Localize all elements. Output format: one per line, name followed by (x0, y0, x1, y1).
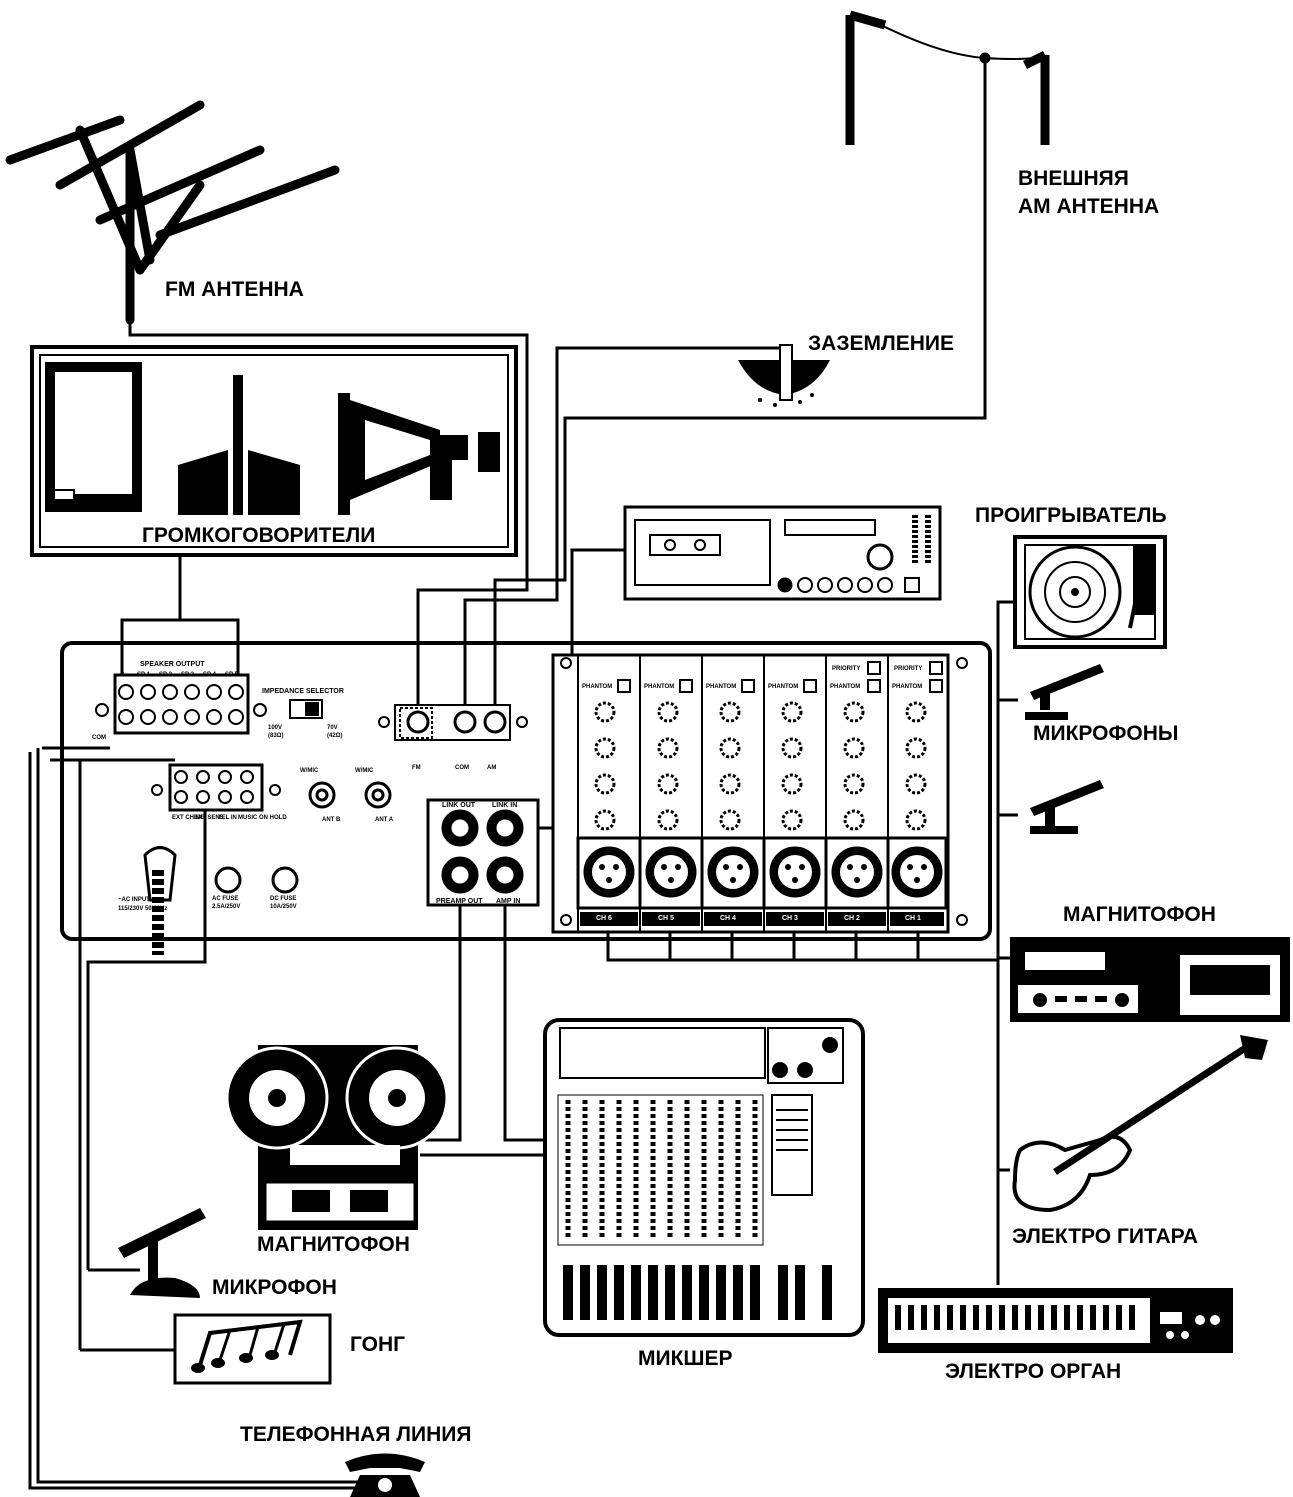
guitar-label: ЭЛЕКТРО ГИТАРА (1012, 1225, 1198, 1248)
preamp-out-label: PREAMP OUT (436, 898, 483, 905)
gong-label: ГОНГ (350, 1333, 406, 1356)
imp-100v-label: 100V (268, 725, 283, 731)
mixer-icon (543, 1018, 865, 1337)
link-jacks (426, 798, 540, 907)
ant-a-label: ANT A (375, 817, 394, 823)
ac-fuse-rating: 2.5A/250V (212, 904, 241, 910)
terminal-label-sp3: SP 3 (181, 672, 194, 678)
terminal-label-sp1: SP 1 (137, 672, 150, 678)
phantom-label-3: PHANTOM (768, 684, 799, 690)
tape-deck-icon (1010, 937, 1290, 1022)
tape-reel-label: МАГНИТОФОН (257, 1233, 410, 1256)
priority-label-1: PRIORITY (894, 666, 923, 672)
phantom-label-2: PHANTOM (830, 684, 861, 690)
fm-antenna-label: FM АНТЕННА (165, 278, 304, 301)
com-terminal-label: COM (455, 765, 469, 771)
gong-icon (173, 1313, 332, 1385)
speakers-label: ГРОМКОГОВОРИТЕЛИ (142, 524, 376, 547)
ant-b-label: ANT B (322, 817, 341, 823)
tape-deck-right-label: МАГНИТОФОН (1063, 903, 1216, 926)
ac-cord-icon (143, 846, 177, 955)
dc-fuse-label: DC FUSE (270, 896, 297, 902)
am-terminal-label: AM (487, 765, 497, 771)
dc-fuse-rating: 10A/250V (270, 904, 297, 910)
ac-input-label: ~AC INPUT (118, 897, 150, 903)
speakers-icon (45, 362, 500, 515)
cassette-deck-icon (623, 505, 942, 601)
impedance-selector-label: IMPEDANCE SELECTOR (262, 688, 344, 695)
wireless-mic-jacks (308, 781, 392, 809)
imp-70v-label: 70V (327, 725, 338, 731)
imp-100v-ohm-label: (83Ω) (268, 733, 284, 739)
microphone-icon (1025, 664, 1104, 834)
speaker-terminals (95, 673, 267, 735)
terminal-label-sp5: SP 5 (225, 672, 238, 678)
ch-label-1: CH 1 (905, 915, 921, 922)
control-terminals (151, 763, 281, 812)
phantom-label-6: PHANTOM (582, 684, 613, 690)
channel-modules (551, 653, 968, 934)
com-label: COM (92, 735, 106, 741)
ac-input-rating: 115/230V 50/60Hz (118, 906, 168, 912)
link-out-label: LINK OUT (442, 802, 476, 809)
desk-microphone-icon (118, 1208, 206, 1298)
ctrl-tel-in: TEL IN (218, 815, 237, 821)
fuses (214, 866, 299, 894)
telephone-icon (345, 1453, 425, 1497)
am-antenna-icon (845, 10, 1050, 145)
ctrl-music-on-hold: MUSIC ON HOLD (238, 815, 287, 821)
guitar-icon (1012, 1035, 1268, 1213)
ch-label-5: CH 5 (658, 915, 674, 922)
organ-label: ЭЛЕКТРО ОРГАН (945, 1360, 1122, 1383)
terminal-label-c: C (120, 672, 125, 678)
am-antenna-label-line1: ВНЕШНЯЯ (1018, 167, 1129, 190)
microphones-label: МИКРОФОНЫ (1033, 722, 1179, 745)
ch-label-3: CH 3 (782, 915, 798, 922)
phantom-label-1: PHANTOM (892, 684, 923, 690)
reel-tape-icon (225, 1045, 449, 1230)
organ-icon (878, 1288, 1233, 1353)
link-in-label: LINK IN (492, 802, 518, 809)
ch-label-2: CH 2 (844, 915, 860, 922)
microphone-label: МИКРОФОН (212, 1276, 337, 1299)
ground-label: ЗАЗЕМЛЕНИЕ (808, 332, 954, 355)
priority-label-2: PRIORITY (832, 666, 861, 672)
ac-fuse-label: AC FUSE (212, 896, 239, 902)
turntable-icon (1013, 535, 1167, 649)
terminal-label-sp4: SP 4 (203, 672, 216, 678)
fm-terminal-label: FM (412, 765, 421, 771)
am-antenna-label-line2: АМ АНТЕННА (1018, 195, 1160, 218)
amp-in-label: AMP IN (496, 898, 521, 905)
mixer-label: МИКШЕР (638, 1347, 733, 1370)
wmic-b-label: W/MIC (300, 768, 319, 774)
terminal-label-sp2: SP 2 (159, 672, 172, 678)
phantom-label-4: PHANTOM (706, 684, 737, 690)
antenna-terminals (378, 704, 528, 741)
turntable-label: ПРОИГРЫВАТЕЛЬ (975, 504, 1167, 527)
phantom-label-5: PHANTOM (644, 684, 675, 690)
imp-70v-ohm-label: (42Ω) (327, 733, 343, 739)
ch-label-6: CH 6 (596, 915, 612, 922)
phone-line-label: ТЕЛЕФОННАЯ ЛИНИЯ (240, 1423, 472, 1446)
ch-label-4: CH 4 (720, 915, 736, 922)
ctrl-ext-chime: EXT CHIME (172, 815, 205, 821)
ground-icon (738, 344, 830, 407)
wmic-a-label: W/MIC (355, 768, 374, 774)
fm-antenna-icon (5, 100, 340, 325)
ctrl-ext-sens: EXT SENS (194, 815, 224, 821)
speaker-output-label: SPEAKER OUTPUT (140, 661, 205, 668)
